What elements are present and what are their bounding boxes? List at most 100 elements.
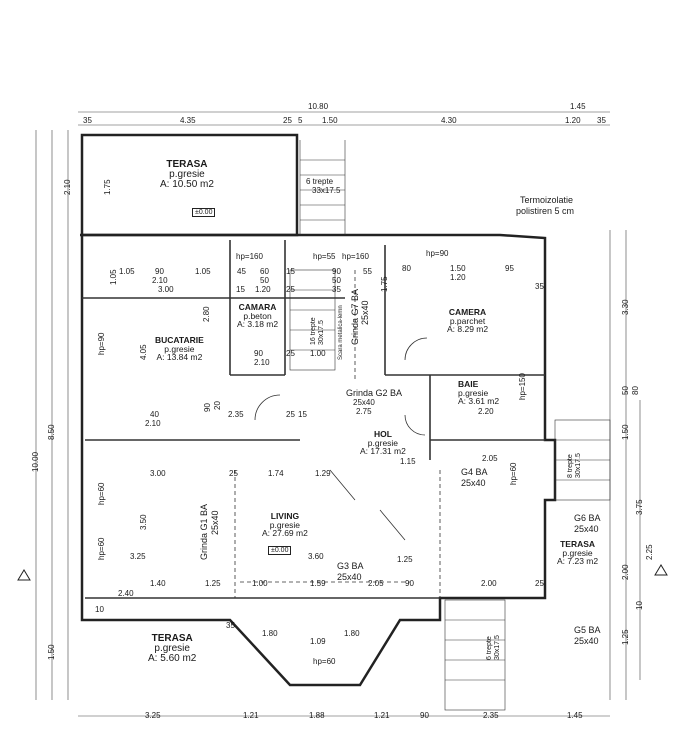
dim-p3: 1.80 xyxy=(344,629,360,638)
hp-liv2: hp=60 xyxy=(97,537,106,560)
hp-liv1: hp=60 xyxy=(97,482,106,505)
room-name: TERASA xyxy=(166,159,208,170)
dim-h9: 1.15 xyxy=(400,457,416,466)
dim-k2: 90 xyxy=(254,349,263,358)
room-area: A: 13.84 m2 xyxy=(156,352,203,362)
room-finish: p.gresie xyxy=(164,343,195,354)
beam-g5-size: 25x40 xyxy=(574,636,599,646)
section-markers xyxy=(17,564,668,581)
dim-bottom-6: 2.35 xyxy=(483,711,499,720)
room-name: TERASA xyxy=(151,633,193,644)
dim-top-8: 35 xyxy=(597,116,606,125)
dim-top-7: 1.20 xyxy=(565,116,581,125)
dim-top-6: 4.30 xyxy=(441,116,457,125)
dim-l3: 1.74 xyxy=(268,469,284,478)
room-finish: p.parchet xyxy=(449,315,486,326)
dim-right-8: 10 xyxy=(635,601,644,610)
dim-left-inner4: 3.50 xyxy=(139,514,148,530)
dim-c7: 25 xyxy=(286,285,295,294)
dim-right-5: 3.75 xyxy=(635,499,644,515)
dim-a2: 90 xyxy=(155,267,164,276)
stairs xyxy=(289,140,611,711)
beam-g2: Grinda G2 BA xyxy=(346,388,403,398)
beam-g7-size: 25x40 xyxy=(360,300,370,325)
dim-l16: 10 xyxy=(95,605,104,614)
dim-right-7: 2.00 xyxy=(621,564,630,580)
note-scara: Scara metalica-lemn xyxy=(338,305,344,360)
dim-bottom-5: 90 xyxy=(420,711,429,720)
dim-m2: 1.50 xyxy=(450,264,466,273)
dim-top-right: 1.45 xyxy=(570,102,586,111)
dim-s3: 55 xyxy=(363,267,372,276)
dim-h3: 90 xyxy=(203,403,212,412)
room-area: A: 7.23 m2 xyxy=(557,556,599,566)
beam-g5: G5 BA xyxy=(574,625,601,635)
beam-g1-size: 25x40 xyxy=(210,510,220,535)
dim-left-overall: 10.00 xyxy=(31,451,40,472)
dim-s1: 90 xyxy=(332,267,341,276)
beam-g3-size: 25x40 xyxy=(337,572,362,582)
room-hol: HOL p.gresie A: 17.31 m2 xyxy=(360,430,406,456)
dimension-lines xyxy=(35,111,641,717)
dim-p2: 1.09 xyxy=(310,637,326,646)
beam-g2-size: 25x40 xyxy=(353,398,375,407)
dim-s2: 50 xyxy=(332,276,341,285)
dim-top-3: 25 xyxy=(283,116,292,125)
dim-left-main: 8.50 xyxy=(47,424,56,440)
room-finish: p.gresie xyxy=(154,643,190,654)
dim-l11: 1.59 xyxy=(310,579,326,588)
room-area: A: 10.50 m2 xyxy=(160,179,214,190)
dim-h2: 2.10 xyxy=(145,419,161,428)
beam-g6: G6 BA xyxy=(574,513,601,523)
room-name: CAMERA xyxy=(448,307,487,317)
dim-l12: 2.05 xyxy=(368,579,384,588)
dim-c1: 45 xyxy=(237,267,246,276)
room-finish: p.gresie xyxy=(458,387,489,398)
dim-p1: 1.80 xyxy=(262,629,278,638)
room-finish: p.gresie xyxy=(367,437,399,448)
dim-h11: 2.20 xyxy=(478,407,494,416)
dim-p4: 35 xyxy=(226,621,235,630)
dim-k4: 25 xyxy=(286,349,295,358)
dim-right-1: 3.30 xyxy=(621,299,630,315)
dim-top-1: 35 xyxy=(83,116,92,125)
dim-s4: 35 xyxy=(332,285,341,294)
room-area: A: 5.60 m2 xyxy=(148,653,197,664)
dim-c3: 15 xyxy=(286,267,295,276)
inner-walls xyxy=(82,240,545,599)
beam-dashed-lines xyxy=(234,270,441,598)
beam-g1: Grinda G1 BA xyxy=(199,503,209,560)
hp-terasa-right: hp=60 xyxy=(509,462,518,485)
hp-stair2: hp=160 xyxy=(342,252,369,261)
dim-right-4: 1.50 xyxy=(621,424,630,440)
room-name: TERASA xyxy=(560,539,596,549)
hp-stair1: hp=55 xyxy=(313,252,336,261)
dim-right-2: 50 xyxy=(621,386,630,395)
dim-h7: 25 xyxy=(286,410,295,419)
dim-left-top: 2.10 xyxy=(63,179,72,195)
dim-l15: 2.40 xyxy=(118,589,134,598)
dim-a3: 1.05 xyxy=(195,267,211,276)
room-name: LIVING xyxy=(270,511,300,521)
beam-g4-size: 25x40 xyxy=(461,478,486,488)
hp-camara: hp=160 xyxy=(236,252,263,261)
dim-l2: 25 xyxy=(229,469,238,478)
room-area: A: 8.29 m2 xyxy=(447,324,489,334)
dim-bottom-7: 1.45 xyxy=(567,711,583,720)
dim-bottom-4: 1.21 xyxy=(374,711,390,720)
dim-h6: 2.75 xyxy=(356,407,372,416)
dim-h5: 2.35 xyxy=(228,410,244,419)
room-baie: BAIE p.gresie A: 3.61 m2 xyxy=(458,380,499,406)
dim-l1: 3.00 xyxy=(150,469,166,478)
room-name: BAIE xyxy=(458,379,479,389)
dim-right-3: 80 xyxy=(631,386,640,395)
dim-l9: 1.25 xyxy=(205,579,221,588)
room-living: LIVING p.gresie A: 27.69 m2 xyxy=(262,512,308,538)
room-bucatarie: BUCATARIE p.gresie A: 13.84 m2 xyxy=(155,336,204,362)
dim-c2: 60 xyxy=(260,267,269,276)
dim-a4: 2.10 xyxy=(152,276,168,285)
room-camara: CAMARA p.beton A: 3.18 m2 xyxy=(237,303,278,329)
dim-a1: 1.05 xyxy=(119,267,135,276)
dim-m4: 95 xyxy=(505,264,514,273)
room-terasa-bottom: TERASA p.gresie A: 5.60 m2 xyxy=(148,634,196,664)
